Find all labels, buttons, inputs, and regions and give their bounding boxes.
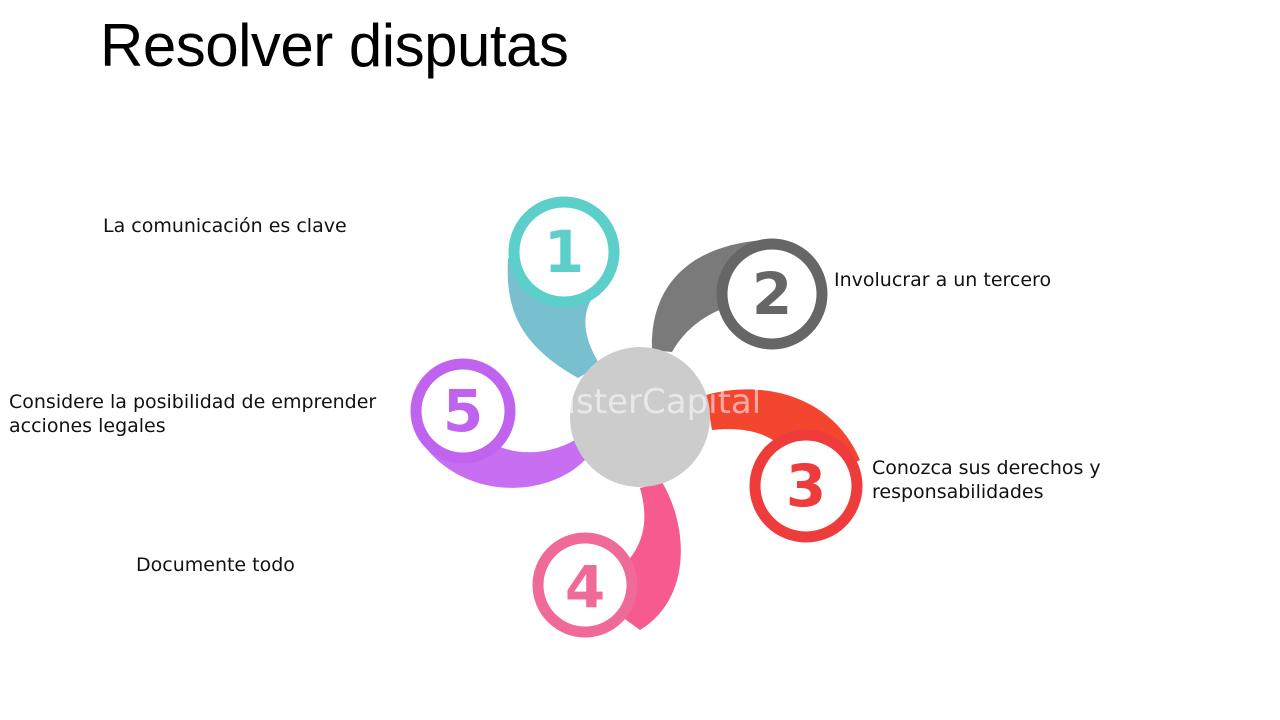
petal-1-ring (508, 196, 620, 308)
petal-3-ring (749, 429, 863, 543)
petal-5-ring (410, 358, 516, 464)
petal-4: 4 (532, 482, 681, 638)
petal-4-ring (532, 532, 638, 638)
petal-3: 3 (706, 389, 863, 543)
step-number-3: 3 (786, 452, 826, 520)
step-label-4: Documente todo (136, 554, 295, 576)
center-hub (570, 347, 710, 487)
petal-2: 2 (651, 238, 828, 352)
petal-1: 1 (507, 196, 620, 378)
petal-5: 5 (410, 358, 585, 488)
step-number-1: 1 (544, 218, 584, 286)
step-number-2: 2 (752, 260, 792, 328)
watermark-text: FasterCapital (539, 382, 761, 422)
step-label-3: Conozca sus derechos y responsabilidades (872, 457, 1101, 503)
step-number-4: 4 (565, 553, 605, 621)
slide-title: Resolver disputas (100, 12, 569, 79)
step-number-5: 5 (443, 377, 483, 445)
step-label-2: Involucrar a un tercero (834, 269, 1052, 291)
step-label-5: Considere la posibilidad de emprender ac… (9, 391, 377, 437)
petal-2-ring (716, 238, 828, 350)
step-label-1: La comunicación es clave (103, 215, 347, 237)
